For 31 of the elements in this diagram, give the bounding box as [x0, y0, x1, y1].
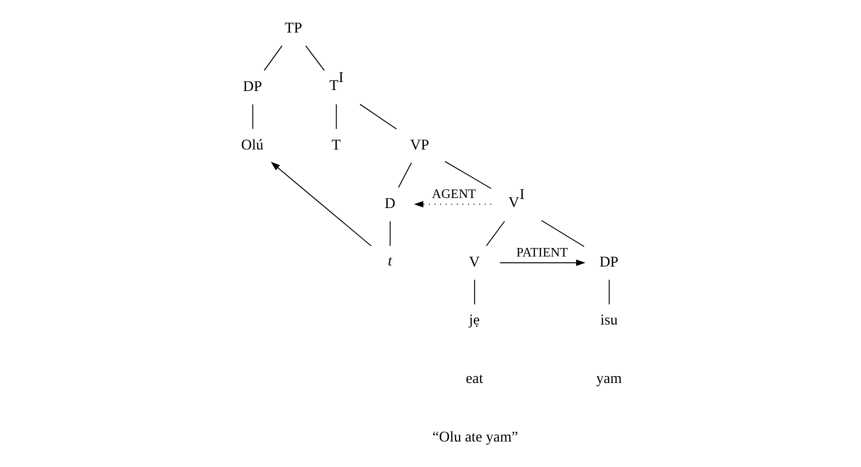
label: eat	[465, 371, 483, 388]
label: “Olu ate yam”	[432, 430, 518, 446]
connector	[335, 104, 336, 130]
connector	[304, 45, 324, 71]
node-text: t	[387, 253, 392, 270]
label: yam	[596, 371, 622, 388]
connector	[263, 45, 282, 71]
node-text: jẹ	[468, 312, 480, 329]
connector	[359, 104, 396, 130]
connector	[608, 279, 610, 305]
connector	[398, 162, 412, 188]
node-text: VP	[410, 137, 429, 154]
node-text: DP	[242, 78, 262, 95]
connector	[252, 104, 253, 130]
arrow	[413, 201, 492, 208]
connector	[474, 279, 475, 305]
node-text: isu	[600, 312, 618, 329]
connector	[389, 220, 390, 246]
arrow	[498, 259, 585, 266]
connector	[540, 220, 584, 247]
node-text: TP	[284, 20, 302, 36]
node-text: DP	[598, 254, 618, 270]
node-text: T	[331, 137, 340, 154]
node-text: D	[384, 196, 395, 212]
node-text: Olú	[240, 137, 263, 154]
edge-label: PATIENT	[516, 244, 568, 260]
edge-label: AGENT	[431, 186, 476, 201]
connector	[485, 220, 504, 246]
arrow	[270, 162, 372, 246]
node-text: V	[468, 254, 480, 270]
connector	[444, 160, 492, 189]
